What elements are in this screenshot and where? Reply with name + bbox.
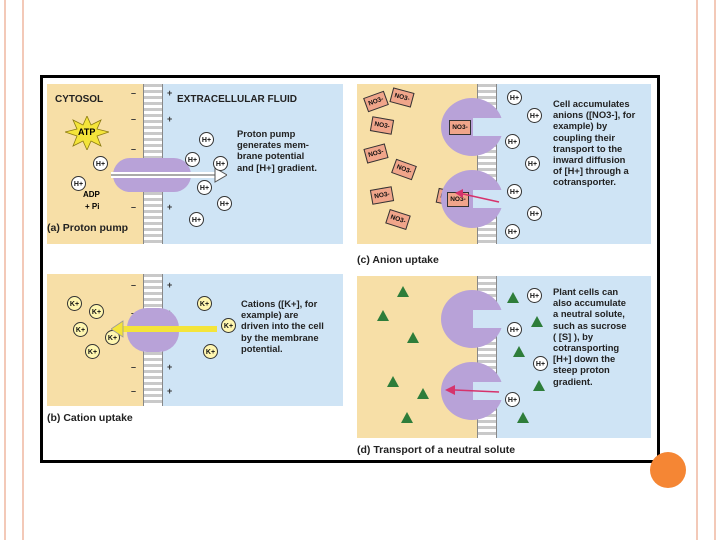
plus-sign: + <box>167 362 173 372</box>
sucrose-molecule <box>517 412 529 423</box>
proton-ion: H+ <box>213 156 228 171</box>
minus-sign: – <box>131 88 137 98</box>
accent-dot <box>650 452 686 488</box>
panel-b-caption: (b) Cation uptake <box>47 412 133 424</box>
proton-ion: H+ <box>507 90 522 105</box>
proton-ion: H+ <box>93 156 108 171</box>
proton-ion: H+ <box>505 134 520 149</box>
extracellular-label: EXTRACELLULAR FLUID <box>177 94 297 105</box>
panel-cation-uptake: – – – – + + + + K+ K+ K+ K+ K+ K+ K+ K+ … <box>47 274 343 406</box>
pi-label: + Pi <box>85 202 100 211</box>
panel-proton-pump: CYTOSOL EXTRACELLULAR FLUID – – – – + + … <box>47 84 343 244</box>
potassium-ion: K+ <box>221 318 236 333</box>
sucrose-molecule <box>507 292 519 303</box>
potassium-ion: K+ <box>105 330 120 345</box>
atp-burst-icon <box>65 116 109 150</box>
adp-label: ADP <box>83 190 100 199</box>
minus-sign: – <box>131 114 137 124</box>
sucrose-molecule <box>397 286 409 297</box>
panel-c-description: Cell accumulates anions ([NO3-], for exa… <box>553 98 636 188</box>
plus-sign: + <box>167 88 173 98</box>
figure-frame: CYTOSOL EXTRACELLULAR FLUID – – – – + + … <box>40 75 660 463</box>
panel-a-caption: (a) Proton pump <box>47 222 129 234</box>
plus-sign: + <box>167 386 173 396</box>
anion-arrow-icon <box>455 189 500 203</box>
plus-sign: + <box>167 280 173 290</box>
sucrose-molecule <box>401 412 413 423</box>
left-border-rail <box>0 0 24 540</box>
proton-ion: H+ <box>189 212 204 227</box>
panel-a-description: Proton pump generates mem- brane potenti… <box>237 128 317 173</box>
plus-sign: + <box>167 114 173 124</box>
sucrose-molecule <box>513 346 525 357</box>
sucrose-molecule <box>407 332 419 343</box>
proton-ion: H+ <box>197 180 212 195</box>
minus-sign: – <box>131 362 137 372</box>
right-border-rail <box>692 0 716 540</box>
potassium-ion: K+ <box>197 296 212 311</box>
cytosol-label: CYTOSOL <box>55 94 104 105</box>
sucrose-molecule <box>417 388 429 399</box>
potassium-ion: K+ <box>73 322 88 337</box>
plus-sign: + <box>167 202 173 212</box>
sucrose-molecule <box>531 316 543 327</box>
minus-sign: – <box>131 280 137 290</box>
sucrose-molecule <box>387 376 399 387</box>
potassium-ion: K+ <box>203 344 218 359</box>
proton-ion: H+ <box>71 176 86 191</box>
potassium-ion: K+ <box>67 296 82 311</box>
panel-d-caption: (d) Transport of a neutral solute <box>357 444 516 456</box>
minus-sign: – <box>131 144 137 154</box>
panel-c-caption: (c) Anion uptake <box>357 254 439 266</box>
potassium-ion: K+ <box>89 304 104 319</box>
proton-ion: H+ <box>505 392 520 407</box>
minus-sign: – <box>131 202 137 212</box>
proton-ion: H+ <box>199 132 214 147</box>
sucrose-molecule <box>533 380 545 391</box>
proton-ion: H+ <box>525 156 540 171</box>
pump-arrow-icon <box>111 167 227 183</box>
proton-ion: H+ <box>507 322 522 337</box>
proton-ion: H+ <box>505 224 520 239</box>
potassium-ion: K+ <box>85 344 100 359</box>
proton-ion: H+ <box>533 356 548 371</box>
proton-ion: H+ <box>527 108 542 123</box>
minus-sign: – <box>131 386 137 396</box>
nitrate-ion: NO3- <box>449 120 471 135</box>
proton-ion: H+ <box>507 184 522 199</box>
proton-ion: H+ <box>185 152 200 167</box>
solute-arrow-icon <box>445 385 500 395</box>
panel-anion-uptake: NO3- NO3- NO3- NO3- NO3- NO3- NO3- NO3- … <box>357 84 651 244</box>
panel-d-description: Plant cells can also accumulate a neutra… <box>553 286 627 387</box>
panel-neutral-solute: H+ H+ H+ H+ Plant cells can also accumul… <box>357 276 651 438</box>
proton-ion: H+ <box>527 206 542 221</box>
cation-arrow-icon <box>111 320 217 338</box>
atp-label: ATP <box>78 127 96 137</box>
proton-ion: H+ <box>527 288 542 303</box>
proton-ion: H+ <box>217 196 232 211</box>
panel-b-description: Cations ([K+], for example) are driven i… <box>241 298 324 354</box>
sucrose-molecule <box>377 310 389 321</box>
